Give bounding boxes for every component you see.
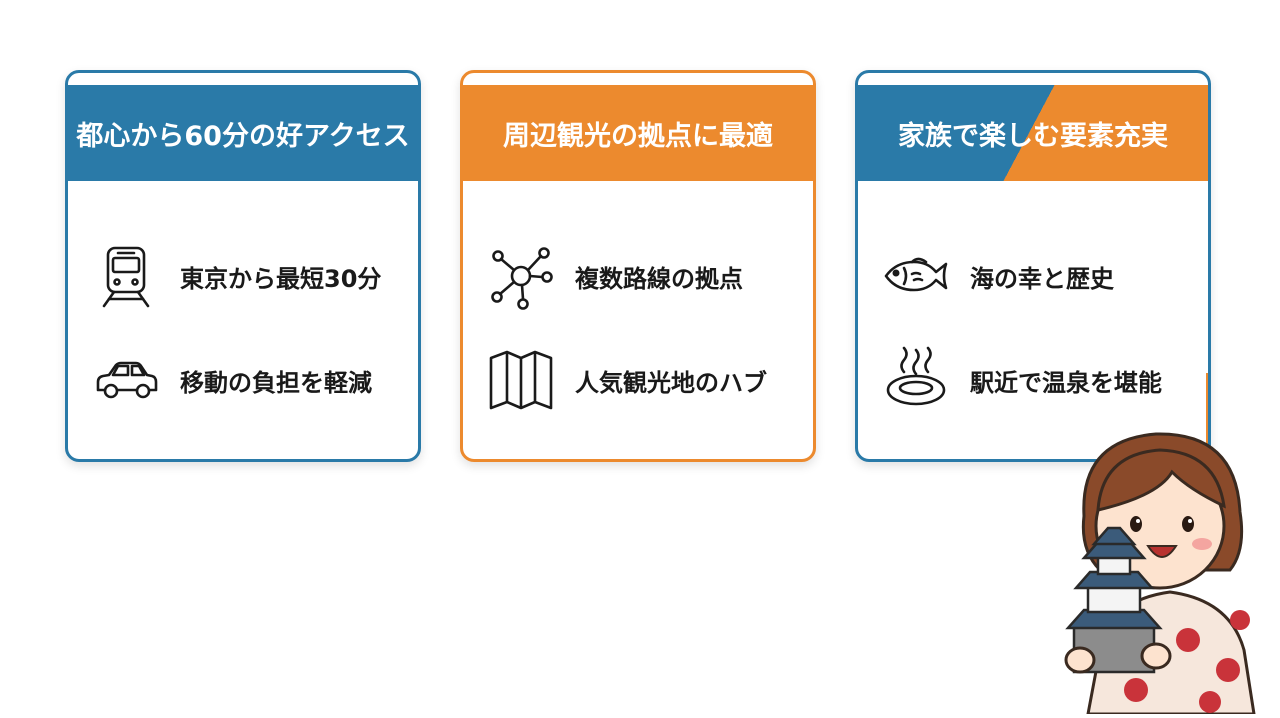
folded-map-icon: [485, 345, 557, 415]
card-border-accent: [1206, 373, 1208, 459]
item-text: 複数路線の拠点: [575, 264, 743, 293]
list-item: 海の幸と歴史: [880, 241, 1198, 311]
fish-icon: [880, 241, 952, 311]
list-item: 人気観光地のハブ: [485, 345, 803, 415]
family-fun-card: 家族で楽しむ要素充実 海の幸と歴史 駅近で温泉を堪能: [855, 70, 1211, 462]
card-title: 周辺観光の拠点に最適: [463, 85, 813, 181]
card-title: 都心から60分の好アクセス: [68, 85, 418, 181]
list-item: 移動の負担を軽減: [90, 345, 408, 415]
item-text: 東京から最短30分: [180, 264, 382, 293]
item-text: 人気観光地のハブ: [575, 368, 767, 397]
car-icon: [90, 345, 162, 415]
network-hub-icon: [485, 241, 557, 311]
card-title: 家族で楽しむ要素充実: [858, 85, 1208, 181]
tourism-hub-card: 周辺観光の拠点に最適 複数路線の拠点: [460, 70, 816, 462]
hot-spring-icon: [880, 345, 952, 415]
list-item: 複数路線の拠点: [485, 241, 803, 311]
item-text: 移動の負担を軽減: [180, 368, 372, 397]
list-item: 東京から最短30分: [90, 241, 408, 311]
access-card: 都心から60分の好アクセス 東京から最短30分: [65, 70, 421, 462]
item-text: 駅近で温泉を堪能: [970, 368, 1162, 397]
item-text: 海の幸と歴史: [970, 264, 1114, 293]
train-icon: [90, 241, 162, 311]
woman-holding-castle-illustration: [1040, 420, 1280, 716]
list-item: 駅近で温泉を堪能: [880, 345, 1198, 415]
